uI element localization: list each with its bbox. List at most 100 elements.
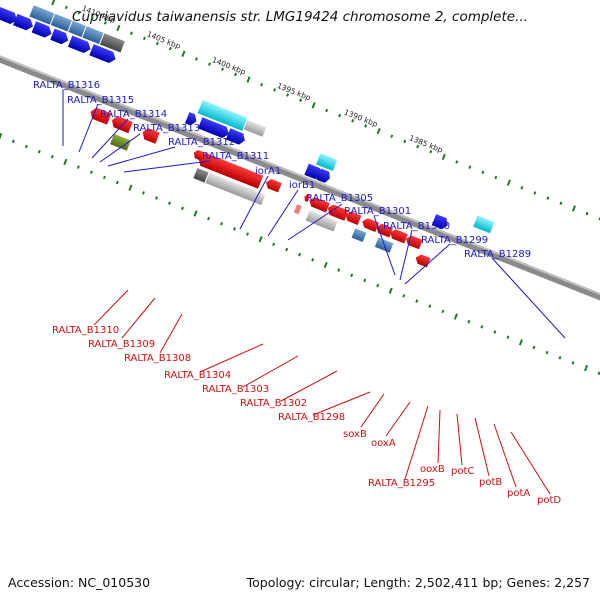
tick-mark [299,98,303,102]
gene-red-4[interactable] [264,178,282,193]
gene-blue-14[interactable] [431,214,450,231]
gene-red-large[interactable] [196,151,264,189]
gene-label-RALTA_B1310[interactable]: RALTA_B1310 [52,325,119,336]
gene-red-13[interactable] [414,253,431,268]
scale-label-1405: 1405 kbp [146,29,182,50]
gene-blue-11[interactable] [304,163,323,181]
gene-blue-13[interactable] [320,169,332,184]
tick-mark [533,191,537,195]
gene-steel-2[interactable] [50,13,72,32]
gene-label-RALTA_B1311[interactable]: RALTA_B1311 [202,151,269,162]
tick-mark [585,211,589,216]
gene-red-10[interactable] [374,222,393,238]
gene-orange-edge[interactable] [0,0,4,5]
gene-red-8[interactable] [344,210,362,225]
gene-label-potB[interactable]: potB [479,477,502,488]
gene-dark-2[interactable] [193,167,209,183]
gene-gray-ior[interactable] [243,120,267,137]
tick-mark [453,313,458,320]
gene-label-RALTA_B1308[interactable]: RALTA_B1308 [124,353,191,364]
gene-label-ooxA[interactable]: ooxA [371,438,396,449]
tick-mark [403,139,407,144]
gene-blue-9[interactable] [184,112,199,127]
gene-label-RALTA_B1316[interactable]: RALTA_B1316 [33,80,100,91]
gene-label-RALTA_B1312[interactable]: RALTA_B1312 [168,137,235,148]
gene-label-potD[interactable]: potD [537,495,561,506]
tick-mark [89,170,93,174]
gene-cyan-3[interactable] [473,215,495,234]
gene-dark-1[interactable] [100,33,125,53]
tick-mark [11,139,15,144]
gene-blue-1[interactable] [0,6,19,26]
gene-label-RALTA_B1304[interactable]: RALTA_B1304 [164,370,231,381]
gene-red-small[interactable] [192,149,204,161]
upper-callout-lines [62,90,566,339]
gene-blue-4[interactable] [50,28,70,46]
gene-steel-5[interactable] [351,228,367,243]
gene-label-RALTA_B1305[interactable]: RALTA_B1305 [306,193,373,204]
gene-label-RALTA_B1315[interactable]: RALTA_B1315 [67,95,134,106]
tick-mark [102,175,106,180]
gene-label-RALTA_B1295[interactable]: RALTA_B1295 [368,478,435,489]
gene-blue-2[interactable] [13,13,35,32]
gene-red-1[interactable] [88,106,112,125]
tick-mark [481,170,485,175]
tick-mark [24,144,28,149]
tick-mark [37,149,41,154]
gene-cyan-2[interactable] [316,153,338,172]
gene-cyan-ior[interactable] [197,100,248,131]
gene-label-potC[interactable]: potC [451,466,474,477]
gene-steel-4[interactable] [82,26,104,45]
tick-mark [116,24,121,32]
gene-red-6[interactable] [307,196,330,213]
gene-gray-3[interactable] [305,210,338,232]
tick-mark [311,258,315,262]
tick-mark [0,132,3,140]
gene-label-soxB[interactable]: soxB [343,429,367,440]
tick-mark [558,356,562,360]
gene-label-potA[interactable]: potA [507,488,530,499]
gene-blue-6[interactable] [89,44,118,65]
gene-pink-1[interactable] [293,204,302,215]
gene-blue-5[interactable] [67,35,93,55]
gene-red-11[interactable] [388,228,408,244]
gene-label-ooxB[interactable]: ooxB [420,464,445,475]
gene-label-RALTA_B1301[interactable]: RALTA_B1301 [344,206,411,217]
gene-red-9[interactable] [360,217,380,232]
gene-label-RALTA_B1309[interactable]: RALTA_B1309 [88,339,155,350]
gene-label-RALTA_B1314[interactable]: RALTA_B1314 [100,109,167,120]
tick-mark [129,31,133,35]
tick-mark [286,93,290,97]
gene-steel-1[interactable] [29,5,55,25]
gene-blue-8[interactable] [198,117,231,140]
gene-gray-2[interactable] [205,172,266,206]
gene-blue-3[interactable] [31,21,54,39]
gene-red-7[interactable] [326,203,349,221]
tick-mark [51,0,56,6]
gene-blue-10[interactable] [225,128,247,146]
tick-mark [128,184,133,191]
gene-label-RALTA_B1300[interactable]: RALTA_B1300 [383,221,450,232]
gene-label-RALTA_B1302[interactable]: RALTA_B1302 [240,398,307,409]
gene-label-RALTA_B1303[interactable]: RALTA_B1303 [202,384,269,395]
tick-mark [233,227,237,231]
tick-mark [168,201,171,205]
gene-label-RALTA_B1289[interactable]: RALTA_B1289 [464,249,531,260]
tick-mark [468,165,472,169]
gene-red-3[interactable] [140,127,160,144]
tick-mark [441,309,445,314]
tick-mark [480,325,484,329]
tick-mark [571,205,576,212]
gene-olive-1[interactable] [110,133,131,151]
gene-label-RALTA_B1298[interactable]: RALTA_B1298 [278,412,345,423]
gene-steel-3[interactable] [68,20,86,38]
gene-label-iorB1[interactable]: iorB1 [289,180,315,191]
gene-red-5[interactable] [303,194,311,202]
gene-label-RALTA_B1299[interactable]: RALTA_B1299 [421,235,488,246]
gene-label-iorA1[interactable]: iorA1 [255,166,281,177]
tick-mark [583,364,589,372]
tick-mark [415,299,419,303]
gene-red-12[interactable] [404,234,423,250]
gene-label-RALTA_B1313[interactable]: RALTA_B1313 [133,123,200,134]
